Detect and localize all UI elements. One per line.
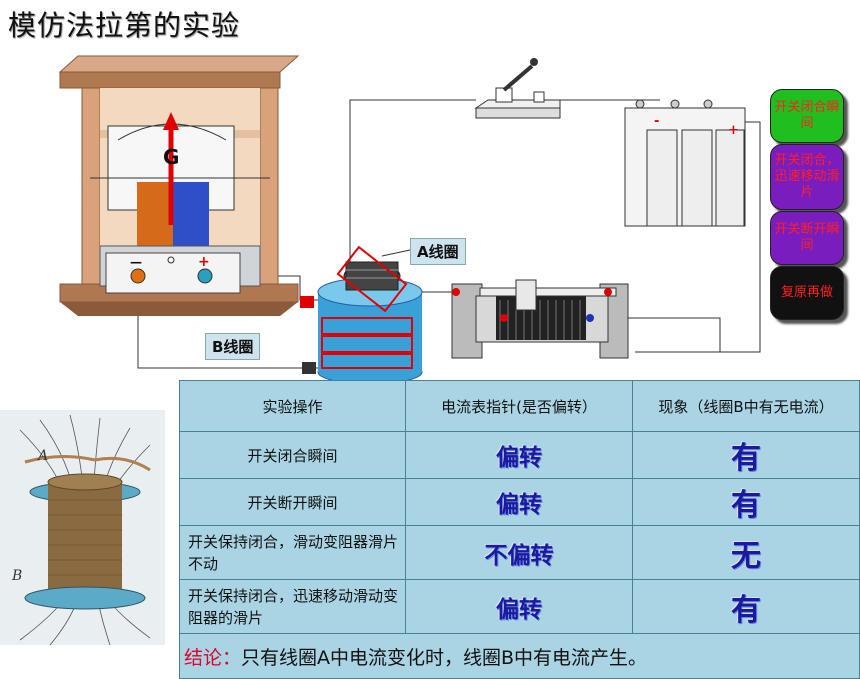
row-needle: 偏转 [496, 492, 542, 518]
battery: + - [624, 99, 746, 227]
coil-a [345, 261, 399, 291]
photo-label-b: B [11, 568, 22, 584]
close-switch-button[interactable]: 开关闭合瞬间 [770, 89, 844, 143]
conclusion: 结论：只有线圈A中电流变化时，线圈B中有电流产生。 [179, 633, 860, 679]
rheostat [451, 279, 629, 359]
header-current: 现象（线圈B中有无电流） [632, 380, 860, 432]
negative-terminal [130, 268, 146, 284]
reset-button[interactable]: 复原再做 [770, 266, 844, 320]
conclusion-row: 结论：只有线圈A中电流变化时，线圈B中有电流产生。 [179, 633, 860, 679]
minus-sign: — [130, 255, 142, 269]
table-row: 开关保持闭合，滑动变阻器滑片不动 不偏转 无 [179, 525, 860, 580]
row-operation: 开关闭合瞬间 [179, 431, 406, 479]
apparatus-diagram: G — + + - [58, 55, 761, 380]
coil-assembly [300, 245, 423, 380]
slider-handle[interactable] [515, 279, 537, 311]
conclusion-text: 只有线圈A中电流变化时，线圈B中有电流产生。 [241, 646, 648, 669]
coil-b-winding [321, 317, 413, 335]
row-current: 有 [731, 441, 761, 476]
galvanometer: G — + [58, 55, 300, 316]
battery-minus: - [654, 114, 659, 129]
row-needle: 偏转 [496, 596, 542, 623]
battery-plus: + [728, 123, 739, 138]
photo-label-a: A [36, 448, 48, 464]
row-current: 无 [731, 538, 761, 574]
conclusion-label: 结论： [184, 646, 242, 669]
table-row: 开关断开瞬间 偏转 有 [179, 478, 860, 526]
results-table: 实验操作 电流表指针(是否偏转） 现象（线圈B中有无电流） 开关闭合瞬间 偏转 … [179, 380, 860, 679]
page-title: 模仿法拉第的实验 [8, 9, 241, 42]
row-operation: 开关保持闭合，迅速移动滑动变阻器的滑片 [179, 579, 406, 634]
close-switch-move-slider-button[interactable]: 开关闭合，迅速移动滑片 [770, 144, 844, 210]
table-header-row: 实验操作 电流表指针(是否偏转） 现象（线圈B中有无电流） [179, 380, 860, 432]
row-current: 有 [731, 592, 761, 628]
positive-terminal [197, 268, 213, 284]
switch [474, 58, 561, 119]
plus-sign: + [198, 254, 210, 270]
open-switch-button[interactable]: 开关断开瞬间 [770, 211, 844, 265]
row-current: 有 [731, 488, 761, 523]
coil-photo: A B [0, 410, 165, 646]
table-row: 开关闭合瞬间 偏转 有 [179, 431, 860, 479]
row-operation: 开关保持闭合，滑动变阻器滑片不动 [179, 525, 406, 580]
header-operation: 实验操作 [179, 380, 406, 432]
coil-b-label: B线圈 [205, 333, 261, 360]
row-needle: 不偏转 [484, 542, 554, 569]
table-row: 开关保持闭合，迅速移动滑动变阻器的滑片 偏转 有 [179, 579, 860, 634]
meter-letter: G [163, 145, 179, 169]
header-needle: 电流表指针(是否偏转） [405, 380, 633, 432]
coil-a-label: A线圈 [410, 238, 466, 265]
row-operation: 开关断开瞬间 [179, 478, 406, 526]
row-needle: 偏转 [496, 445, 542, 471]
